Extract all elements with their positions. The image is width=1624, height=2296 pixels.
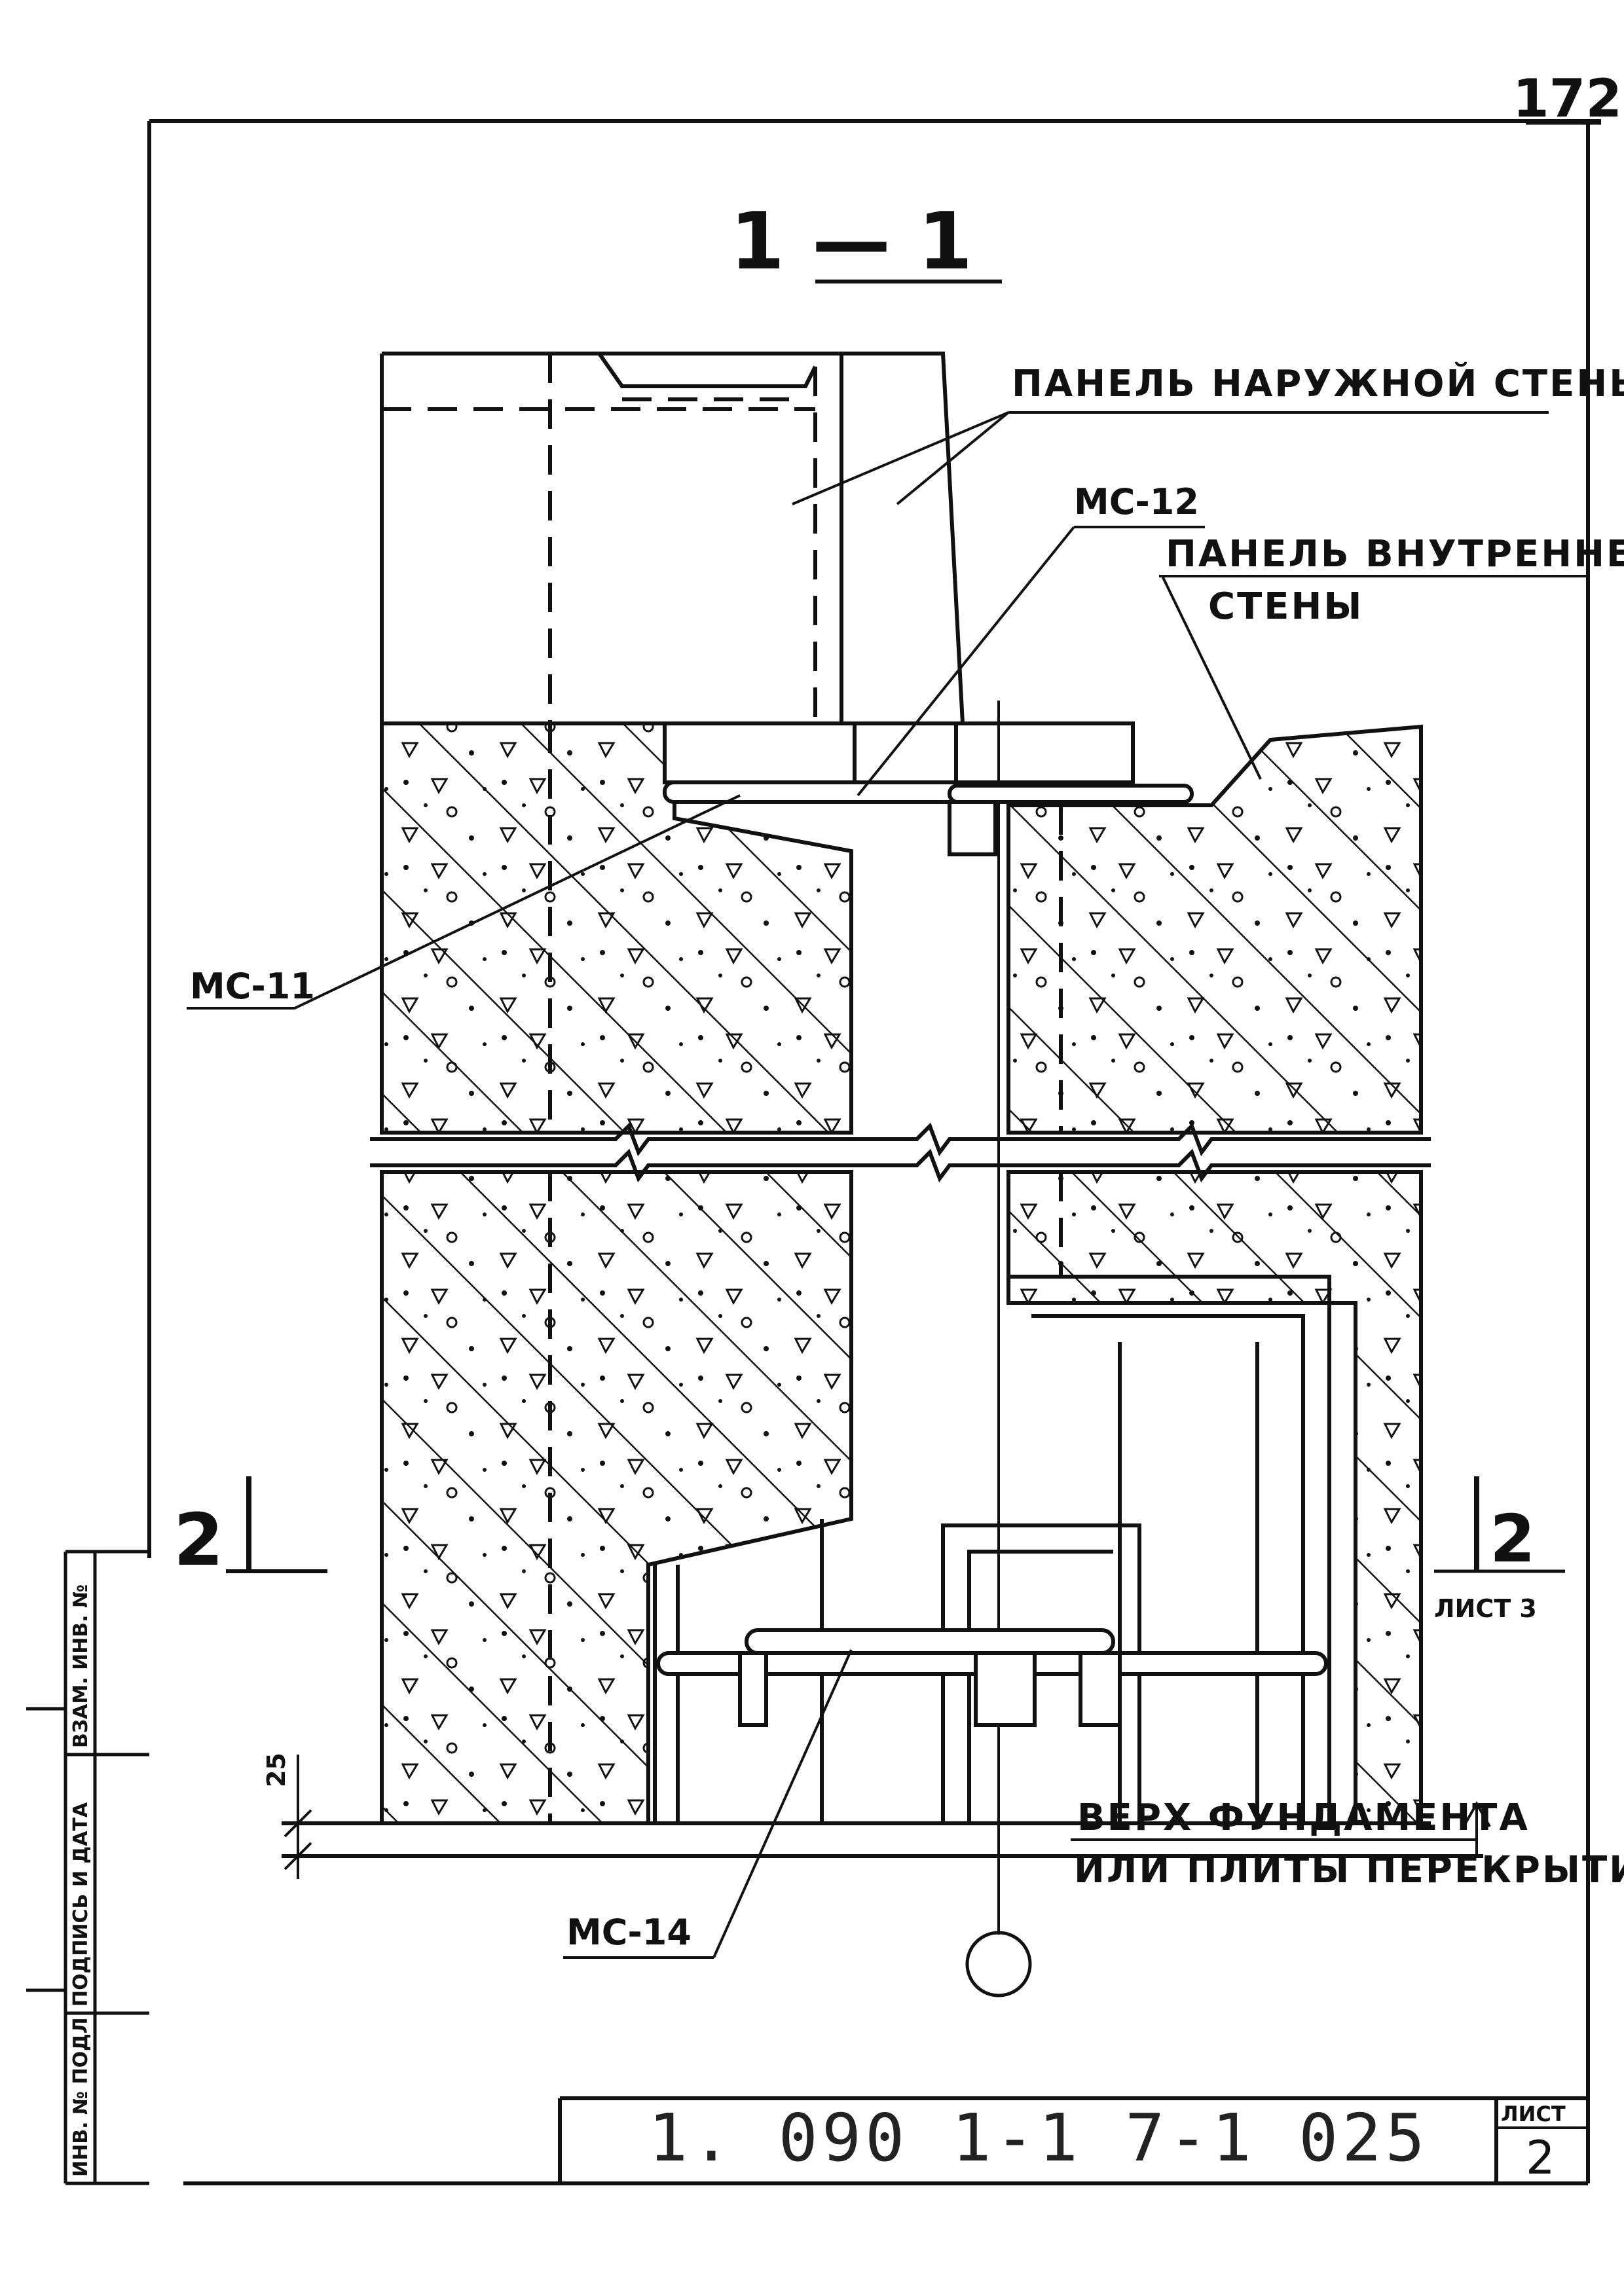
concrete-block-lower-right — [1006, 1170, 1423, 1825]
page-number: 172 — [1513, 68, 1622, 129]
label-inner-panel-2: СТЕНЫ — [1208, 585, 1363, 628]
title-block-code: 1. 090 1-1 7-1 025 — [648, 2100, 1429, 2176]
concrete-block-lower-left — [380, 1170, 853, 1825]
label-mc12: МС-12 — [1074, 481, 1199, 522]
side-stamp-c2: ПОДПИСЬ И ДАТА — [69, 1802, 92, 2007]
title-block — [558, 2096, 1588, 2183]
side-stamp-c3: ВЗАМ. ИНВ. № — [69, 1584, 92, 1748]
section-title: 1 — 1 — [730, 196, 973, 287]
section-mark-left: 2 — [174, 1476, 327, 1582]
dimension-25: 25 — [262, 1753, 291, 1787]
interior-profiles — [548, 723, 1331, 1823]
label-foundation-1: ВЕРХ ФУНДАМЕНТА — [1077, 1796, 1530, 1839]
axis-line — [965, 701, 1032, 1997]
svg-text:2: 2 — [1490, 1501, 1536, 1577]
base-lines — [282, 1755, 1491, 1879]
label-mc11: МС-11 — [190, 966, 315, 1007]
svg-text:ЛИСТ 3: ЛИСТ 3 — [1434, 1594, 1537, 1623]
svg-text:2: 2 — [174, 1498, 224, 1582]
label-foundation-2: ИЛИ ПЛИТЫ ПЕРЕКРЫТИЯ — [1074, 1849, 1624, 1891]
concrete-block-upper-right — [954, 721, 1423, 1135]
label-outer-panel: ПАНЕЛЬ НАРУЖНОЙ СТЕНЫ — [1012, 362, 1624, 405]
mc12-bar — [663, 721, 1194, 856]
title-block-sheet-number: 2 — [1526, 2131, 1555, 2185]
sheet-frame — [147, 119, 1601, 2185]
section-mark-right: 2 ЛИСТ 3 — [1434, 1476, 1565, 1623]
title-block-sheet-label: ЛИСТ — [1501, 2102, 1566, 2126]
label-mc14: МС-14 — [566, 1912, 692, 1953]
outer-wall-panel — [380, 352, 965, 725]
side-stamp — [26, 1550, 149, 2185]
leader-lines — [187, 411, 1588, 1959]
side-stamp-c1: ИНВ. № ПОДЛ — [69, 2017, 92, 2177]
mc14-bar — [656, 1628, 1328, 1727]
label-inner-panel-1: ПАНЕЛЬ ВНУТРЕННЕЙ — [1166, 532, 1624, 575]
